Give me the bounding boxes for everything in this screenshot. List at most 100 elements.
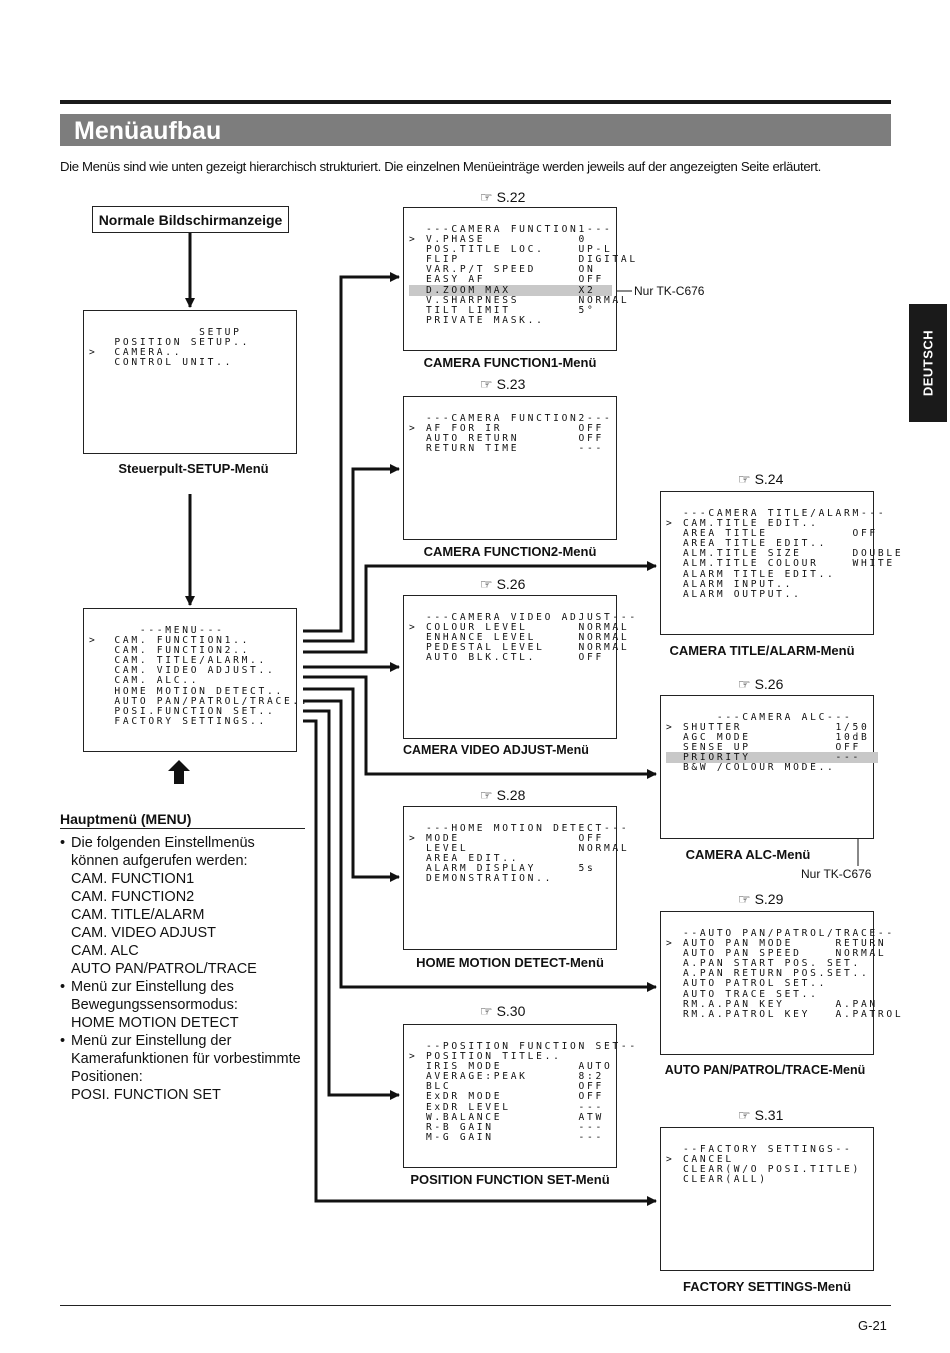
page-number: G-21 <box>858 1318 887 1333</box>
list-sub-line: AUTO PAN/PATROL/TRACE <box>71 961 257 977</box>
cf1-text-top: ---CAMERA FUNCTION1--- > V.PHASE 0 POS.T… <box>409 224 638 286</box>
list-sub-line: CAM. ALC <box>71 943 139 959</box>
cf2-page-ref: ☞S.23 <box>480 376 525 393</box>
cf1-page-ref: ☞S.22 <box>480 189 525 206</box>
apt-caption: AUTO PAN/PATROL/TRACE-Menü <box>664 1063 866 1077</box>
cf1-highlight-row: D.ZOOM MAX X2 <box>409 284 613 296</box>
title-bar <box>60 114 891 146</box>
connector-alc <box>303 675 657 779</box>
alc-highlight-row: PRIORITY --- <box>666 752 878 764</box>
hmd-page-ref: ☞S.28 <box>480 787 525 804</box>
intro-text: Die Menüs sind wie unten gezeigt hierarc… <box>60 159 821 174</box>
cf1-ref-text: S.22 <box>496 189 526 205</box>
cva-menu-screen: ---CAMERA VIDEO ADJUST--- > COLOUR LEVEL… <box>403 595 638 739</box>
pointing-hand-icon: ☞ <box>480 787 493 803</box>
connector-fs <box>303 719 657 1206</box>
top-rule <box>60 100 891 104</box>
cva-ref-text: S.26 <box>496 576 526 592</box>
main-menu-description: • Die folgenden Einstellmenüs können auf… <box>60 834 311 1104</box>
list-sub-line: CAM. VIDEO ADJUST <box>71 925 217 941</box>
pointing-hand-icon: ☞ <box>738 676 751 692</box>
cta-menu-text: ---CAMERA TITLE/ALARM--- > CAM.TITLE EDI… <box>666 508 904 600</box>
pfs-page-ref: ☞S.30 <box>480 1003 525 1020</box>
cf1-caption: CAMERA FUNCTION1-Menü <box>423 355 597 370</box>
pointing-hand-icon: ☞ <box>480 1003 493 1019</box>
bullet: • <box>60 1033 66 1049</box>
main-menu-heading: Hauptmenü (MENU) <box>60 811 192 827</box>
apt-menu-text: --AUTO PAN/PATROL/TRACE-- > AUTO PAN MOD… <box>666 928 904 1020</box>
pfs-ref-text: S.30 <box>496 1003 526 1019</box>
alc-caption: CAMERA ALC-Menü <box>685 847 811 862</box>
connector-apt <box>303 699 657 992</box>
list-item: • Die folgenden Einstellmenüs können auf… <box>60 834 305 978</box>
list-sub-line: HOME MOTION DETECT <box>71 1015 239 1031</box>
pointing-hand-icon: ☞ <box>480 189 493 205</box>
apt-menu-screen: --AUTO PAN/PATROL/TRACE-- > AUTO PAN MOD… <box>660 911 904 1055</box>
list-item-text: Die folgenden Einstellmenüs können aufge… <box>71 835 255 869</box>
cf2-ref-text: S.23 <box>496 376 526 392</box>
fs-page-ref: ☞S.31 <box>738 1107 783 1124</box>
list-sub-line: CAM. FUNCTION1 <box>71 871 195 887</box>
apt-page-ref: ☞S.29 <box>738 891 783 908</box>
pointing-hand-icon: ☞ <box>480 376 493 392</box>
connector-cta <box>303 561 657 654</box>
cva-menu-text: ---CAMERA VIDEO ADJUST--- > COLOUR LEVEL… <box>409 612 638 664</box>
main-menu-heading-rule <box>60 828 305 829</box>
connector-cf1 <box>303 272 400 633</box>
language-tab: DEUTSCH <box>909 304 947 422</box>
page-title: Menüaufbau <box>74 117 222 145</box>
list-sub-line: CAM. FUNCTION2 <box>71 889 195 905</box>
cf2-caption: CAMERA FUNCTION2-Menü <box>423 544 597 559</box>
cf1-text-bottom: V.SHARPNESS NORMAL TILT LIMIT 5° PRIVATE… <box>425 294 630 326</box>
alc-ref-text: S.26 <box>754 676 784 692</box>
alc-menu-screen: ---CAMERA ALC--- > SHUTTER 1/50 AGC MODE… <box>660 695 878 839</box>
cf1-note: Nur TK-C676 <box>634 284 705 298</box>
cva-caption: CAMERA VIDEO ADJUST-Menü <box>403 743 589 757</box>
apt-ref-text: S.29 <box>754 891 784 907</box>
alc-note: Nur TK-C676 <box>801 867 872 881</box>
connector-hmd <box>303 687 400 882</box>
pointing-hand-icon: ☞ <box>738 1107 751 1123</box>
pfs-menu-screen: --POSITION FUNCTION SET-- > POSITION TIT… <box>403 1024 635 1168</box>
cf2-menu-screen: ---CAMERA FUNCTION2--- > AF FOR IR OFF A… <box>403 396 617 540</box>
hmd-caption: HOME MOTION DETECT-Menü <box>416 955 604 970</box>
cta-page-ref: ☞S.24 <box>738 471 783 488</box>
cva-page-ref: ☞S.26 <box>480 576 525 593</box>
list-item-text: Menü zur Einstellung der Kamerafunktione… <box>71 1033 301 1085</box>
up-arrow-icon <box>168 760 190 784</box>
connector-pfs <box>303 709 400 1100</box>
cta-menu-screen: ---CAMERA TITLE/ALARM--- > CAM.TITLE EDI… <box>660 491 904 635</box>
cf2-menu-text: ---CAMERA FUNCTION2--- > AF FOR IR OFF A… <box>409 413 613 455</box>
cta-caption: CAMERA TITLE/ALARM-Menü <box>669 643 855 658</box>
setup-menu-text: SETUP POSITION SETUP.. > CAMERA.. CONTRO… <box>89 327 251 369</box>
hmd-menu-screen: ---HOME MOTION DETECT--- > MODE OFF LEVE… <box>403 806 630 950</box>
hmd-menu-text: ---HOME MOTION DETECT--- > MODE OFF LEVE… <box>409 823 630 885</box>
connector-cf2 <box>303 464 400 643</box>
alc-menu-text: ---CAMERA ALC--- > SHUTTER 1/50 AGC MODE… <box>661 696 878 774</box>
pfs-caption: POSITION FUNCTION SET-Menü <box>410 1172 610 1187</box>
cf1-menu-text: ---CAMERA FUNCTION1--- > V.PHASE 0 POS.T… <box>404 208 635 326</box>
setup-menu-caption: Steuerpult-SETUP-Menü <box>118 461 269 476</box>
fs-menu-text: --FACTORY SETTINGS-- > CANCEL CLEAR(W/O … <box>666 1144 861 1186</box>
pointing-hand-icon: ☞ <box>480 576 493 592</box>
list-item: • Menü zur Einstellung der Kamerafunktio… <box>60 1032 311 1104</box>
cf1-menu-screen: ---CAMERA FUNCTION1--- > V.PHASE 0 POS.T… <box>403 207 635 351</box>
alc-text-top: ---CAMERA ALC--- > SHUTTER 1/50 AGC MODE… <box>666 712 870 754</box>
list-sub-line: CAM. TITLE/ALARM <box>71 907 205 923</box>
hmd-ref-text: S.28 <box>496 787 526 803</box>
setup-menu-screen: SETUP POSITION SETUP.. > CAMERA.. CONTRO… <box>83 310 297 454</box>
bullet: • <box>60 835 66 851</box>
alc-text-bottom: B&W /COLOUR MODE.. <box>666 762 836 774</box>
list-sub-line: POSI. FUNCTION SET <box>71 1087 221 1103</box>
cta-ref-text: S.24 <box>754 471 784 487</box>
fs-menu-screen: --FACTORY SETTINGS-- > CANCEL CLEAR(W/O … <box>660 1127 874 1271</box>
alc-page-ref: ☞S.26 <box>738 676 783 693</box>
main-menu-text: ---MENU--- > CAM. FUNCTION1.. CAM. FUNCT… <box>89 625 310 727</box>
list-item: • Menü zur Einstellung des Bewegungssens… <box>60 978 305 1032</box>
main-menu-screen: ---MENU--- > CAM. FUNCTION1.. CAM. FUNCT… <box>83 608 310 752</box>
fs-ref-text: S.31 <box>754 1107 784 1123</box>
pointing-hand-icon: ☞ <box>738 471 751 487</box>
bottom-rule <box>60 1305 891 1306</box>
bullet: • <box>60 979 66 995</box>
